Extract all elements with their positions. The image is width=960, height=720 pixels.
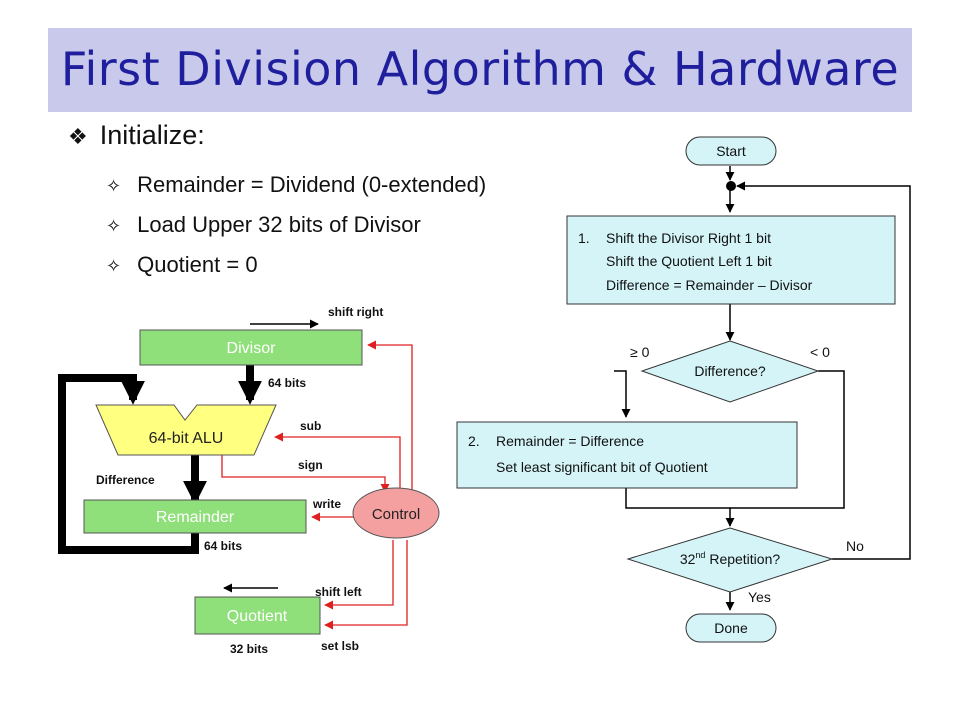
set-lsb-label: set lsb [321,639,359,653]
quotient-register [194,596,321,635]
decision2-label: 32nd Repetition? [680,550,781,567]
hardware-annotations: shift right 64 bits sub sign Difference … [96,305,383,656]
star-bullet-icon: ✧ [106,216,122,237]
step1-line: Difference = Remainder – Divisor [606,277,813,293]
yes-label: Yes [748,589,771,605]
step2-number: 2. [468,433,480,449]
shift-left-label: shift left [315,585,362,599]
slide-title: First Division Algorithm & Hardware [60,42,900,96]
decision2-diamond [626,527,834,593]
merge-junction-dot [726,181,736,191]
start-terminal [685,136,777,166]
step1-number: 1. [578,230,590,246]
control-to-alu-sub-line [274,432,401,495]
control-to-divisor-line [367,340,413,495]
alu-sign-to-control-line [221,455,390,493]
control-to-quotient-shift-line [324,540,394,610]
start-label: Start [716,143,746,159]
shift-right-label: shift right [328,305,383,319]
quotient-label: Quotient [227,608,288,625]
sub-label: sub [300,419,321,433]
decision1-label: Difference? [694,363,766,379]
diamond-bullet-icon: ❖ [68,125,88,150]
star-bullet-icon: ✧ [106,176,122,197]
sign-label: sign [298,458,323,472]
difference-label: Difference [96,473,155,487]
alu-label: 64-bit ALU [149,430,224,447]
step1-line: Shift the Quotient Left 1 bit [606,253,772,269]
step2-line: Remainder = Difference [496,433,644,449]
hardware-diagram: Divisor 64-bit ALU Remainder Quotient Co… [58,305,440,656]
flowchart: Start 1. Shift the Divisor Right 1 bit S… [456,136,911,643]
step2-to-decision2-path [625,488,730,509]
lt0-label: < 0 [810,344,830,360]
decision1-diamond [640,340,820,403]
control-lines [221,340,413,630]
done-label: Done [714,620,748,636]
sub-bullet-text: Remainder = Dividend (0-extended) [137,172,487,197]
step1-line: Shift the Divisor Right 1 bit [606,230,771,246]
sub-bullet: ✧ Remainder = Dividend (0-extended) [106,172,486,198]
decision1-lt0-path [725,370,845,527]
sub-bullet: ✧ Load Upper 32 bits of Divisor [106,212,421,238]
control-unit [352,487,440,539]
sub-bullet-text: Load Upper 32 bits of Divisor [137,212,421,237]
remainder-bits-label: 64 bits [204,539,242,553]
write-label: write [312,497,341,511]
control-to-quotient-setlsb-line [324,540,408,630]
step1-box [566,215,896,305]
remainder-feedback-path [58,374,199,554]
main-bullet: ❖ Initialize: [68,120,205,151]
control-label: Control [372,506,420,523]
sub-bullet: ✧ Quotient = 0 [106,252,258,278]
step2-box [456,421,798,489]
decision1-ge0-path [614,370,631,418]
divisor-label: Divisor [227,340,277,357]
quotient-bits-label: 32 bits [230,642,268,656]
loop-back-no-path [736,181,911,560]
ge0-label: ≥ 0 [630,344,650,360]
sub-bullet-text: Quotient = 0 [137,252,258,277]
no-label: No [846,538,864,554]
title-bar: First Division Algorithm & Hardware [48,28,912,112]
star-bullet-icon: ✧ [106,256,122,277]
alu-shape [95,404,277,456]
divisor-register [139,329,363,366]
remainder-label: Remainder [156,509,235,526]
remainder-register [83,499,307,534]
divisor-bits-label: 64 bits [268,376,306,390]
step2-line: Set least significant bit of Quotient [496,459,708,475]
done-terminal [685,613,777,643]
main-bullet-text: Initialize: [99,120,205,150]
